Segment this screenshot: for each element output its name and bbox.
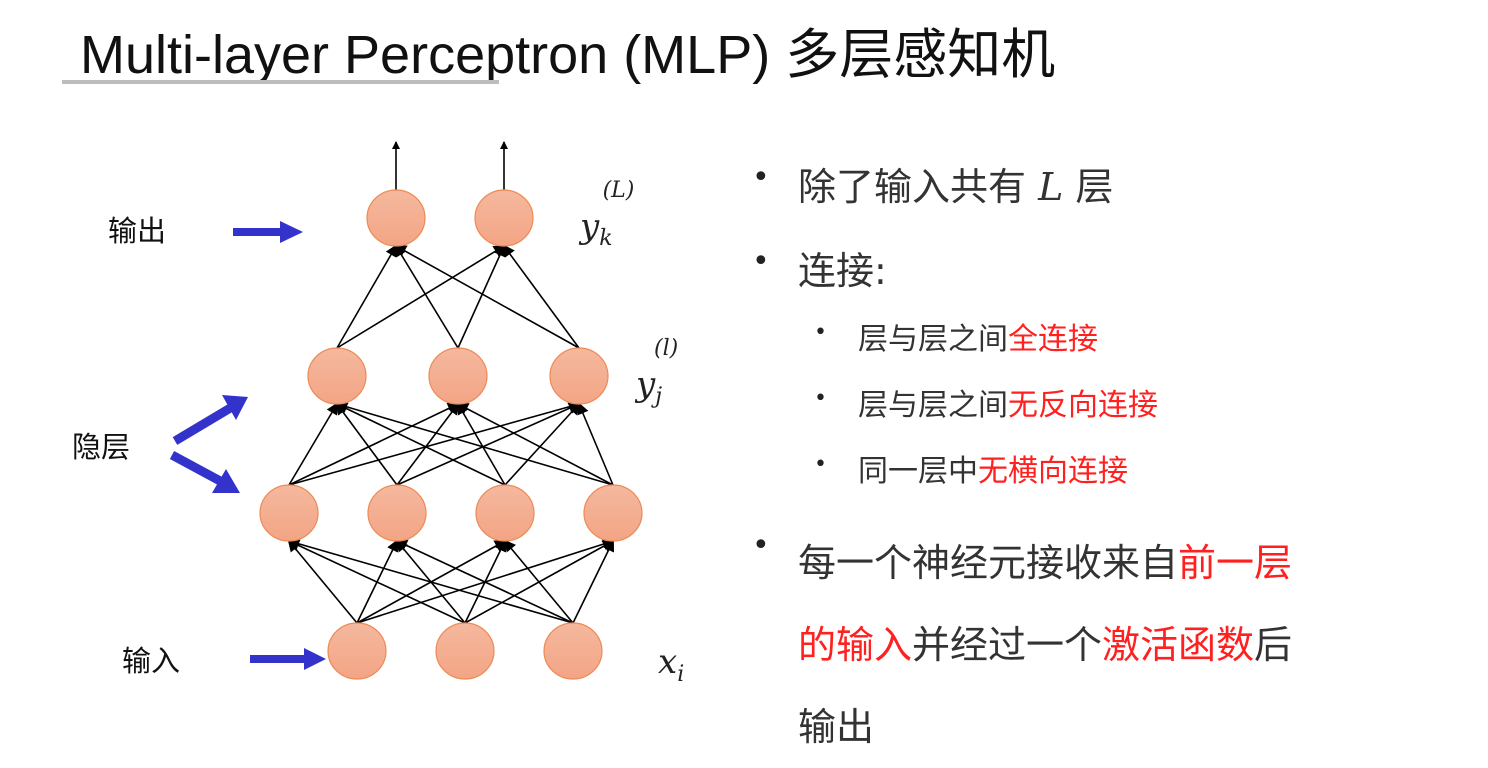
input-node (543, 622, 603, 680)
connection-edge (287, 539, 466, 624)
hidden-layer-label: 隐层 (72, 430, 131, 464)
output-variable: yk(L) (580, 178, 635, 252)
hidden-node (259, 484, 319, 542)
bullet-dot: • (814, 452, 827, 477)
bullet-dot: • (752, 528, 770, 563)
connection-edge (396, 402, 581, 486)
bullet-neuron-description: 每一个神经元接收来自前一层的输入并经过一个激活函数后输出 (798, 541, 1293, 749)
connection-edge (456, 402, 506, 486)
hidden-node (549, 347, 609, 405)
hidden-node (428, 347, 488, 405)
hidden-variable: yj(l) (636, 336, 679, 410)
input-layer-label: 输入 (122, 644, 181, 678)
connection-edge (457, 244, 506, 349)
hidden-node (583, 484, 643, 542)
hidden-node (475, 484, 535, 542)
output-node (474, 189, 534, 247)
bullet-dot: • (814, 386, 827, 411)
bullet-dot: • (752, 244, 770, 279)
slide-title: Multi-layer Perceptron (MLP) 多层感知机 (80, 25, 1056, 85)
hidden-node (307, 347, 367, 405)
connection-edge (504, 402, 581, 486)
bullet-connections: 连接: (798, 249, 887, 293)
input-pointer-arrow (250, 648, 326, 670)
connection-edge (288, 402, 460, 486)
hidden-pointer-arrow-lower (169, 451, 240, 493)
sub-bullet-full-connection: 层与层之间全连接 (858, 322, 1098, 357)
bullet-dot: • (752, 160, 770, 195)
sub-bullet-no-lateral: 同一层中无横向连接 (858, 454, 1128, 489)
input-node (327, 622, 387, 680)
connection-edge (288, 402, 339, 486)
connection-edge (572, 539, 615, 624)
connection-edge (335, 401, 614, 486)
input-variable: xi (658, 642, 685, 687)
connection-edge (396, 402, 460, 486)
connection-edge (335, 402, 398, 486)
output-node (366, 189, 426, 247)
output-layer-label: 输出 (108, 214, 167, 248)
connection-edge (335, 402, 506, 486)
title-underline (62, 80, 499, 84)
connection-edge (336, 244, 398, 349)
connection-edge (502, 244, 580, 349)
connection-edge (577, 402, 614, 486)
connection-edge (287, 539, 358, 624)
connection-edge (503, 539, 574, 624)
connection-edge (287, 538, 574, 624)
connection-edge (395, 539, 574, 624)
sub-bullet-no-backward: 层与层之间无反向连接 (858, 388, 1158, 423)
hidden-pointer-arrow-upper (172, 395, 248, 445)
connection-edge (456, 403, 614, 486)
connection-edge (288, 400, 581, 486)
mlp-network-diagram (169, 141, 643, 680)
input-node (435, 622, 495, 680)
output-pointer-arrow (233, 221, 303, 243)
connection-edge (336, 244, 506, 349)
connection-edge (394, 245, 580, 349)
hidden-node (367, 484, 427, 542)
bullet-layers: 除了输入共有 L 层 (798, 165, 1114, 209)
bullet-dot: • (814, 320, 827, 345)
connection-edge (394, 244, 459, 349)
